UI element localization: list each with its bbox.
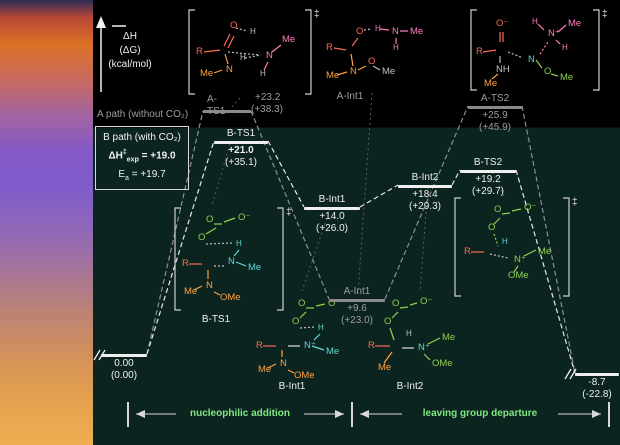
energy-bar — [575, 373, 619, 376]
level-b-ts1: B-TS1 +21.0 (+35.1) — [214, 128, 268, 169]
energy-bar — [304, 207, 360, 210]
level-a-ts2: A-TS2 +25.9 (+45.9) — [468, 93, 522, 134]
caption-b-int1: B-Int1 — [278, 381, 306, 392]
level-dh: +21.0 — [228, 145, 254, 156]
level-name: B-TS2 — [473, 157, 503, 168]
energy-bar — [101, 354, 147, 357]
energy-bar — [214, 141, 268, 144]
level-dh: +14.0 — [319, 211, 345, 222]
level-dg: (+26.0) — [316, 223, 348, 234]
level-b-int2: B-Int2 +18.4 (+29.3) — [398, 172, 452, 213]
axis-unit-label: (kcal/mol) — [108, 59, 152, 70]
dh-exp-annotation: ΔH‡exp = +19.0 — [108, 149, 176, 164]
a-path-legend: A path (without CO₂) — [97, 109, 189, 120]
level-name: A-Int1 — [343, 286, 371, 297]
level-dg: (+45.9) — [479, 122, 511, 133]
energy-bar — [460, 170, 516, 173]
level-dg: (0.00) — [110, 370, 138, 381]
energy-bar — [468, 106, 522, 109]
level-dh: +25.9 — [482, 110, 508, 121]
level-dg: (+38.3) — [251, 104, 283, 115]
caption-b-ts1: B-TS1 — [201, 314, 231, 325]
level-dh: -8.7 — [588, 377, 606, 388]
caption-b-int2: B-Int2 — [396, 381, 424, 392]
level-dg: (+35.1) — [225, 157, 257, 168]
b-path-legend-box: B path (with CO₂) ΔH‡exp = +19.0 Ea = +1… — [95, 126, 189, 191]
y-axis-label: ΔH (ΔG) (kcal/mol) — [104, 30, 156, 72]
level-dh: +18.4 — [412, 189, 438, 200]
energy-bar — [329, 299, 385, 302]
caption-a-int1: A-Int1 — [336, 91, 364, 102]
region-nucleophilic-addition: nucleophilic addition — [176, 408, 304, 419]
region-leaving-group-departure: leaving group departure — [402, 408, 558, 419]
level-start: 0.00 (0.00) — [101, 353, 147, 382]
level-b-ts2: B-TS2 +19.2 (+29.7) — [460, 157, 516, 198]
level-name: B-TS1 — [226, 128, 256, 139]
ea-annotation: Ea = +19.7 — [118, 169, 166, 183]
level-dh: +19.2 — [475, 174, 501, 185]
level-dg: (+23.0) — [341, 315, 373, 326]
level-end: -8.7 (-22.8) — [575, 372, 619, 401]
level-dg: (+29.3) — [409, 201, 441, 212]
axis-dh-label: ΔH — [123, 31, 137, 42]
axis-dg-label: (ΔG) — [119, 45, 141, 56]
energy-bar — [203, 110, 251, 113]
gradient-border-strip — [0, 0, 93, 445]
level-a-int1: A-Int1 +9.6 (+23.0) — [329, 286, 385, 327]
level-dg: (+29.7) — [472, 186, 504, 197]
level-name: A-TS1 — [207, 94, 225, 117]
level-dh: +23.2 — [255, 92, 281, 103]
level-dg: (-22.8) — [582, 389, 612, 400]
level-name: A-TS2 — [480, 93, 510, 104]
level-name: B-Int2 — [411, 172, 439, 183]
level-name: B-Int1 — [318, 194, 346, 205]
level-b-int1: B-Int1 +14.0 (+26.0) — [304, 194, 360, 235]
level-dh: +9.6 — [347, 303, 367, 314]
level-dh: 0.00 — [114, 358, 134, 369]
b-path-label: B path (with CO₂) — [103, 132, 181, 143]
energy-bar — [398, 185, 452, 188]
